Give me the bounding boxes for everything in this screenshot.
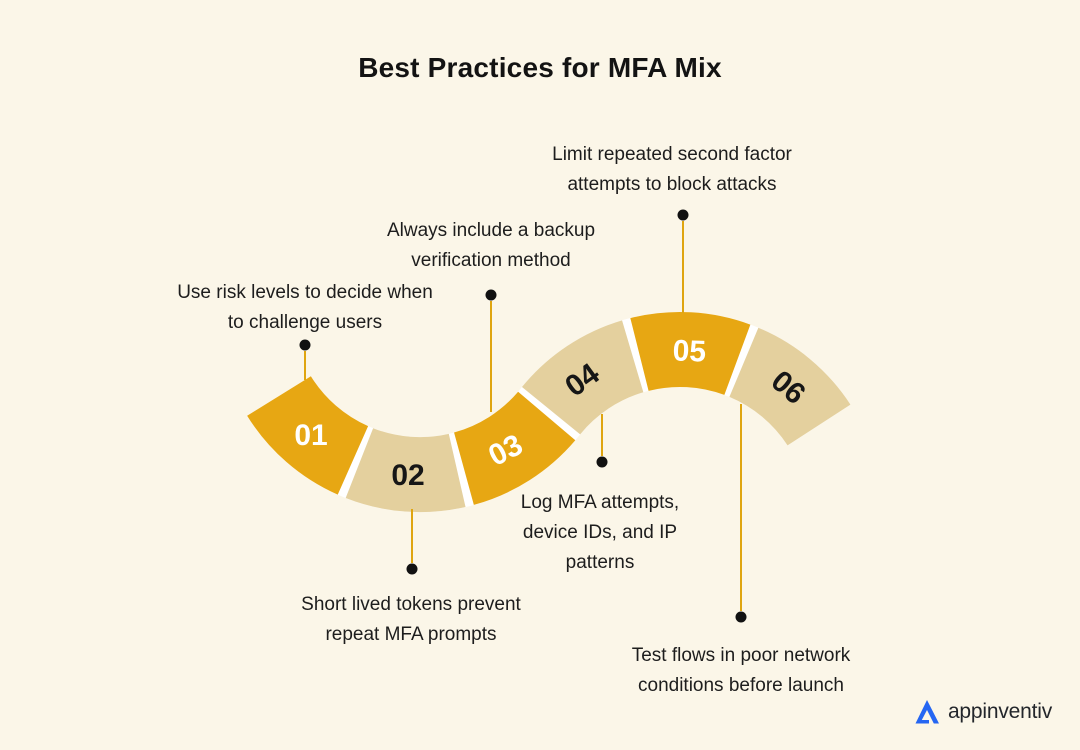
appinventiv-a-icon [915, 700, 939, 724]
callout-line: conditions before launch [638, 675, 844, 696]
segment-label-01: 01 [294, 419, 327, 452]
dot-segment-05 [677, 209, 689, 221]
brand-logo: appinventiv [913, 698, 1052, 726]
callout-segment-01: Use risk levels to decide when to challe… [177, 278, 433, 338]
dot-segment-01 [299, 339, 311, 351]
dot-segment-02 [406, 563, 418, 575]
callout-line: repeat MFA prompts [325, 624, 497, 645]
callout-dots [299, 209, 747, 623]
callout-line: verification method [411, 250, 571, 271]
dot-segment-03 [485, 289, 497, 301]
callout-line: patterns [565, 552, 635, 573]
callout-line: Test flows in poor network [631, 645, 851, 666]
dot-segment-06 [735, 611, 747, 623]
callout-line: attempts to block attacks [567, 174, 777, 195]
callout-line: Short lived tokens prevent [301, 594, 521, 615]
brand-logo-text: appinventiv [947, 700, 1052, 723]
callout-line: device IDs, and IP [522, 522, 678, 543]
callout-segment-02: Short lived tokens prevent repeat MFA pr… [301, 590, 521, 650]
callout-segment-05: Limit repeated second factor attempts to… [552, 140, 792, 200]
callout-segment-03: Always include a backup verification met… [387, 216, 595, 276]
dot-segment-04 [596, 456, 608, 468]
callout-line: Use risk levels to decide when [177, 282, 433, 303]
appinventiv-a-mark-shape [915, 700, 939, 724]
callout-line: to challenge users [227, 312, 383, 333]
callout-line: Limit repeated second factor [552, 144, 792, 165]
callout-stems [304, 221, 742, 611]
callout-segment-06: Test flows in poor network conditions be… [632, 641, 851, 701]
segment-label-02: 02 [391, 459, 424, 492]
callout-segment-04: Log MFA attempts, device IDs, and IP pat… [521, 488, 679, 578]
callout-line: Log MFA attempts, [520, 492, 680, 513]
ribbon-base-path [247, 311, 851, 513]
callout-line: Always include a backup [386, 220, 596, 241]
segment-label-05: 05 [672, 334, 707, 368]
page-title: Best Practices for MFA Mix [358, 52, 722, 83]
